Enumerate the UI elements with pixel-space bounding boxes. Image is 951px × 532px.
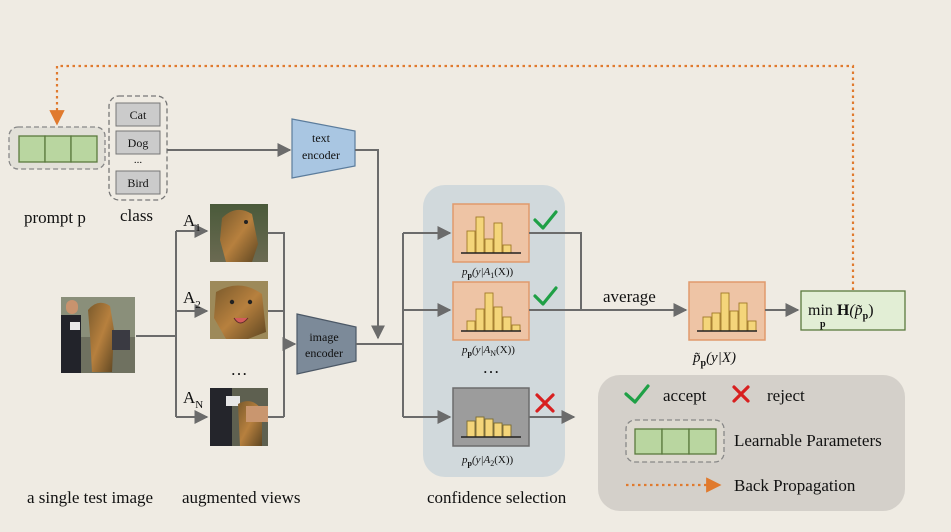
prompt-label: prompt p	[24, 208, 86, 227]
text-encoder-line1: text	[312, 131, 331, 145]
legend-reject-label: reject	[767, 386, 805, 405]
image-encoder-line2: encoder	[305, 346, 343, 360]
prediction-1-bar-3	[484, 238, 494, 254]
augment-ellipsis: …	[231, 360, 248, 379]
prediction-1-bar-4	[493, 222, 503, 254]
average-bar-4	[729, 310, 739, 332]
legend-panel	[598, 375, 905, 511]
prediction-2-bar-4	[493, 306, 503, 332]
augment-merge-lines	[268, 232, 295, 418]
prediction-2-bar-1	[466, 320, 476, 332]
class-item-bird	[115, 170, 161, 195]
image-encoder-line1: image	[309, 330, 338, 344]
test-image-label: a single test image	[27, 488, 153, 507]
class-dashed-box	[108, 95, 168, 201]
prediction-1-bar-2	[475, 216, 485, 254]
accept-check-icon-2	[533, 286, 558, 306]
prediction-1-bar-1	[466, 230, 476, 254]
box1-to-average-line	[529, 232, 582, 310]
legend-token-3	[688, 428, 717, 455]
augmented-views-label: augmented views	[182, 488, 301, 507]
prediction-bars-3	[461, 416, 521, 438]
prediction-3-bar-1	[466, 420, 476, 438]
prediction-bars-1	[461, 216, 521, 254]
prediction-2-bar-3	[484, 292, 494, 332]
prediction-1-bar-5	[502, 244, 512, 254]
class-ellipsis: ...	[134, 154, 143, 166]
prediction-2-bar-2	[475, 308, 485, 332]
average-bar-2	[711, 312, 721, 332]
average-bars	[697, 292, 757, 332]
legend-reject-icon	[732, 385, 750, 403]
legend-learnable-label: Learnable Parameters	[734, 431, 882, 450]
prediction-3-bar-5	[502, 424, 512, 438]
prediction-2-bar-5	[502, 316, 512, 332]
objective-box	[800, 290, 906, 331]
prediction-label-2: pp(y|AN(X))	[461, 344, 515, 358]
prediction-3-bar-3	[484, 418, 494, 438]
reject-cross-icon	[535, 393, 555, 413]
prediction-label-1: pp(y|A1(X))	[461, 266, 514, 280]
text-encoder	[291, 118, 356, 179]
average-bar-3	[720, 292, 730, 332]
augment-label-2: A2	[183, 288, 201, 311]
class-label: class	[120, 206, 153, 225]
legend-accept-label: accept	[663, 386, 707, 405]
augment-label-1: A1	[183, 211, 201, 234]
class-item-bird-text: Bird	[127, 176, 148, 190]
prediction-3-bar-2	[475, 416, 485, 438]
average-bar-6	[747, 320, 757, 332]
class-item-dog	[115, 130, 161, 155]
prompt-token-1	[18, 135, 46, 163]
text-encoder-to-merge-arrow	[355, 149, 385, 340]
encoder-to-fanout	[356, 233, 404, 417]
average-bar-5	[738, 302, 748, 332]
augmented-view-1	[210, 204, 268, 262]
average-bar-1	[702, 316, 712, 332]
prediction-2-bar-6	[511, 324, 521, 332]
prediction-label-3: pp(y|A2(X))	[461, 454, 514, 468]
class-item-cat-text: Cat	[130, 108, 147, 122]
objective-min-sub: p	[820, 319, 826, 330]
class-item-dog-text: Dog	[128, 136, 149, 150]
legend-token-1	[634, 428, 663, 455]
legend-accept-icon	[624, 384, 650, 404]
prompt-token-3	[70, 135, 98, 163]
average-label: average	[603, 287, 656, 306]
test-image	[61, 297, 135, 373]
average-output-label: p̃p(y|X)	[692, 350, 736, 369]
legend-token-2	[661, 428, 690, 455]
prompt-token-2	[44, 135, 72, 163]
augment-label-n: AN	[183, 388, 203, 411]
prediction-ellipsis: …	[483, 358, 500, 377]
confidence-selection-label: confidence selection	[427, 488, 567, 507]
image-to-augment-branch	[136, 231, 177, 417]
accept-check-icon-1	[533, 210, 558, 230]
text-encoder-line2: encoder	[302, 148, 340, 162]
prediction-3-bar-4	[493, 422, 503, 438]
augmented-view-n	[210, 388, 268, 446]
image-encoder	[296, 313, 357, 375]
class-item-cat	[115, 102, 161, 127]
legend-backprop-label: Back Propagation	[734, 476, 856, 495]
augmented-view-2	[210, 281, 268, 339]
prediction-bars-2	[461, 292, 521, 332]
